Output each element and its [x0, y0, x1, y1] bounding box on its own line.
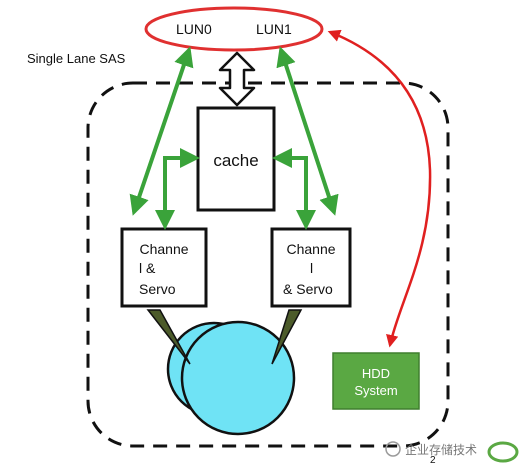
channel-right-line2: l [310, 260, 313, 276]
page-number: 2 [430, 455, 436, 466]
arrow-lun0-to-channel-left [129, 46, 194, 216]
lun-cache-double-arrow [218, 51, 256, 107]
watermark-logo: 企业存储技术 [385, 441, 519, 463]
cache-box [196, 106, 276, 212]
head-arm-right [271, 309, 303, 365]
channel-left-line1: Channe [139, 241, 188, 257]
hdd-system-line2: System [354, 383, 397, 398]
arrow-cache-to-channel-right [272, 148, 316, 230]
lun1-label: LUN1 [256, 21, 292, 37]
disk-platter-front [180, 320, 296, 436]
watermark-text: 企业存储技术 [405, 442, 477, 457]
lane-label: Single Lane SAS [27, 51, 126, 66]
head-arm-left [146, 309, 191, 365]
channel-left-line3: Servo [139, 281, 176, 297]
channel-left-line2: l & [139, 260, 156, 276]
lun0-label: LUN0 [176, 21, 212, 37]
arrow-lun-to-hdd-system [327, 29, 432, 348]
arrow-cache-to-channel-left [155, 148, 200, 230]
watermark-swirl-icon [487, 441, 519, 463]
channel-right-line1: Channe [286, 241, 335, 257]
cache-label: cache [213, 151, 258, 170]
lun-oval [144, 6, 324, 52]
arrow-lun1-to-channel-right [276, 46, 339, 216]
hdd-system-box [332, 352, 420, 410]
hdd-system-line1: HDD [362, 366, 390, 381]
watermark-chat-icon [385, 441, 401, 457]
drive-boundary [86, 81, 450, 448]
channel-right-line3: & Servo [283, 281, 333, 297]
